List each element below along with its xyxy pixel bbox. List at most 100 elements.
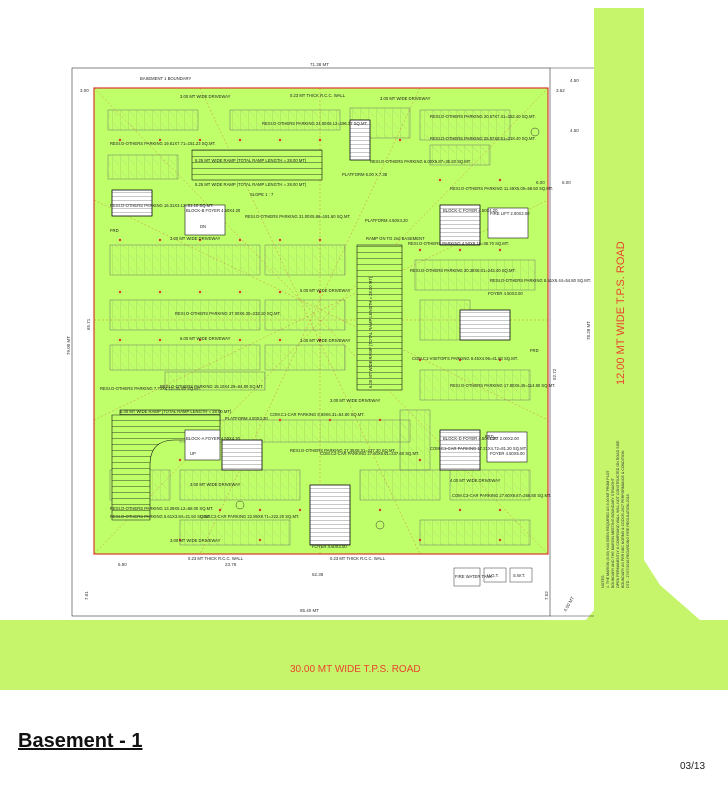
area-label: RESI.O-OTHERS PARKING 5.61X3.84=21.50 SQ… xyxy=(110,514,211,519)
page-number: 03/13 xyxy=(680,761,706,772)
frd-label: FRD xyxy=(110,228,119,233)
wall-top-label: 0.23 MT THICK R.C.C. WALL xyxy=(290,93,346,98)
dim-top-right-2: 6.00 xyxy=(562,180,571,185)
road-bottom xyxy=(0,620,728,690)
driveway-label: 4.00 MT WIDE DRIVEWAY xyxy=(450,478,501,483)
dim-bottom-mid: 23.78 xyxy=(225,562,237,567)
area-label: RESI.O-OTHERS PARKING 25.57X8.51=218.40 … xyxy=(430,136,536,141)
block-label: BLOCK-D FOYER 4.50X4.20 xyxy=(443,436,498,441)
notes: NOTES: 1. THE MARGIN (8.00) HAS BEEN REQ… xyxy=(601,440,630,588)
up-label: UP xyxy=(190,451,196,456)
area-label: COM.C2-CAR PARKING 22.89X9.71=222.20 SQ.… xyxy=(200,514,299,519)
dim-corner: 4.00 MT xyxy=(563,595,576,612)
dim-left-inner: 65.71 xyxy=(86,318,91,330)
area-label: RESI.O-OTHERS PARKING 15.10X4.29=64.80 S… xyxy=(160,384,263,389)
dim-bottom-left: 6.90 xyxy=(118,562,127,567)
ramp-label: 6.00 MT WIDE RAMP (TOTAL RAMP LENGTH = 2… xyxy=(368,276,373,388)
basement-boundary-label: BASEMENT 1 BOUNDARY xyxy=(140,76,191,81)
frd-label: FRD xyxy=(530,348,539,353)
area-label: RESI.O-OTHERS PARKING 6.00X5.87=35.20 SQ… xyxy=(370,159,471,164)
dim-side-2: 6.00 xyxy=(536,180,545,185)
dn-label: DN xyxy=(200,224,206,229)
dim-top-left: 3.00 xyxy=(80,88,89,93)
dim-bottom-inner: 62.38 xyxy=(312,572,324,577)
driveway-label: 3.00 MT WIDE DRIVEWAY xyxy=(300,338,351,343)
driveway-label: 3.00 MT WIDE DRIVEWAY xyxy=(380,96,431,101)
dim-top-right-3: 4.50 xyxy=(570,128,579,133)
road-bottom-label: 30.00 MT WIDE T.P.S. ROAD xyxy=(290,664,421,675)
area-label: COM.C1-CAR PARKING 17.21X4.72=81.20 SQ.M… xyxy=(430,446,527,451)
area-label: COM.C1-CAR PARKING 8.69X6.31=54.80 SQ.MT… xyxy=(270,412,365,417)
foyer-label: FOYER 4.50X3.00 xyxy=(488,291,523,296)
block-label: BLOCK-A FOYER 4.50X4.20 xyxy=(186,436,241,441)
foyer-label: FOYER 4.50X5.00 xyxy=(490,451,525,456)
area-label: RESI.O-OTHERS PARKING 37.00X6.30=233.10 … xyxy=(175,311,281,316)
dim-top: 71.38 MT xyxy=(310,62,329,67)
area-label: COM.C1-VISITOR'S PARKING 8.45X4.95=41.80… xyxy=(412,356,518,361)
svg-text:NOTES:: NOTES: xyxy=(601,575,605,588)
ramp-label: 5.25 MT WIDE RAMP (TOTAL RAMP LENGTH = 2… xyxy=(195,182,307,187)
area-label: RESI.O-OTHERS PARKING 17.80X6.45=114.80 … xyxy=(450,383,555,388)
foyer-label: FOYER 4.50X3.00 xyxy=(312,544,347,549)
sheet-title: Basement - 1 xyxy=(18,730,143,752)
area-label: RESI.O-OTHERS PARKING 30.38X8.01=243.40 … xyxy=(410,268,516,273)
driveway-label: 3.00 MT WIDE DRIVEWAY xyxy=(170,538,221,543)
ramp-to-2nd-label: RAMP ON TO 2nd BASEMENT xyxy=(366,236,425,241)
svg-text:1. THE MARGIN (8.00) HAS BEEN: 1. THE MARGIN (8.00) HAS BEEN REQUIRED A… xyxy=(606,470,610,588)
plot-boundary xyxy=(71,67,594,617)
ramps xyxy=(111,149,403,521)
driveway-label: 3.00 MT WIDE DRIVEWAY xyxy=(330,398,381,403)
ramp-label: 6.25 MT WIDE RAMP (TOTAL RAMP LENGTH = 2… xyxy=(195,158,307,163)
swt-label: S.W.T. xyxy=(513,573,525,578)
fire-lift-label: FIRE LIFT 2.00X2.00 xyxy=(490,211,530,216)
area-label: RESI.O-OTHERS PARKING 31.00X5.86=181.60 … xyxy=(245,214,351,219)
dim-bottom-outer: 85.40 MT xyxy=(300,608,319,613)
dim-left-outer: 79.00 MT xyxy=(66,336,71,355)
ramp-label: 6.40 MT WIDE RAMP (TOTAL RAMP LENGTH = 2… xyxy=(120,409,232,414)
area-label: COM.C2-CAR PARKING 27.60X8.61=237.60 SQ.… xyxy=(320,451,419,456)
platform-label: PLATFORM 6.00 X 7.38 xyxy=(342,172,388,177)
frd-label: FRD xyxy=(485,434,494,439)
dim-lower-right: 7.52 xyxy=(544,591,549,600)
area-label: RESI.O-OTHERS PARKING 20.57X7.41=152.40 … xyxy=(430,114,536,119)
area-label: RESI.O-OTHERS PARKING 11.49X5.09=58.50 S… xyxy=(450,186,553,191)
area-label: RESI.O-OTHERS PARKING 13.28X5.12=68.00 S… xyxy=(110,506,213,511)
area-label: RESI.O-OTHERS PARKING 16.31X3.13=51.10 S… xyxy=(110,203,213,208)
svg-text:DTD : 27/07/2018 REGARDING FIR: DTD : 27/07/2018 REGARDING FIRE REGULATI… xyxy=(626,494,630,588)
accessibility-icon xyxy=(235,127,540,530)
wall-bottom-label-1: 0.23 MT THICK R.C.C. WALL xyxy=(188,556,244,561)
platform-label: PLATFORM 4.50X3.20 xyxy=(225,416,268,421)
dim-right-inner: 52.72 xyxy=(552,368,557,380)
dim-lower-left: 7.01 xyxy=(84,591,89,600)
driveway-label: 3.00 MT WIDE DRIVEWAY xyxy=(190,482,241,487)
area-label: RESI.O-OTHERS PARKING 19.61X7.71=151.23 … xyxy=(110,141,216,146)
road-right xyxy=(570,8,728,690)
utility-boxes xyxy=(453,567,533,587)
lift-label: LIFT 2.00X2.00 xyxy=(490,436,519,441)
driveway-label: 3.00 MT WIDE DRIVEWAY xyxy=(180,94,231,99)
driveway-label: 6.00 MT WIDE DRIVEWAY xyxy=(180,336,231,341)
wall-bottom-label-2: 0.23 MT THICK R.C.C. WALL xyxy=(330,556,386,561)
area-label: COM.C3-CAR PARKING 27.60X9.67=266.80 SQ.… xyxy=(452,493,551,498)
area-label: RESI.O-OTHERS PARKING 24.00X8.12=196.37 … xyxy=(262,121,368,126)
area-label: RESI.O-OTHERS PARKING 8.51X6.44=54.80 SQ… xyxy=(490,278,591,283)
ugt-label: U.G.T. xyxy=(487,573,499,578)
block-label: BLOCK-B FOYER 4.50X4.20 xyxy=(186,208,241,213)
platform-label: PLATFORM 4.50X4.20 xyxy=(365,218,408,223)
driveway-label: 3.00 MT WIDE DRIVEWAY xyxy=(170,236,221,241)
svg-text:BOUNDARY AS PER NBC NORMS & CG: BOUNDARY AS PER NBC NORMS & CGDCR-2017 P… xyxy=(621,450,625,588)
dim-right-outer: 78.28 MT xyxy=(586,321,591,340)
svg-text:OPEN PERMANENTLY & COMPOUND WA: OPEN PERMANENTLY & COMPOUND WALL WILL NO… xyxy=(616,440,620,588)
area-label: RESI.O-OTHERS PARKING 27.35X8.31=227.30 … xyxy=(290,448,396,453)
road-right-label: 12.00 MT WIDE T.P.S. ROAD xyxy=(615,241,627,385)
cores xyxy=(111,119,529,546)
svg-text:BOUNDARY AND THE MARGIN MEETIN: BOUNDARY AND THE MARGIN MEETING BOUNDARY… xyxy=(611,477,615,588)
driveway-label: 5.00 MT WIDE DRIVEWAY xyxy=(300,288,351,293)
columns xyxy=(118,138,502,542)
dim-side-1: 3.62 xyxy=(556,88,565,93)
area-label: RESI.O-OTHERS PARKING 7.73X4.12=31.80 SQ… xyxy=(100,386,201,391)
area-label: RESI.O-OTHERS PARKING 4.50X8.16=36.70 SQ… xyxy=(408,241,509,246)
slope-label: SLOPE 1 : 7 xyxy=(250,192,274,197)
dim-top-right-1: 4.50 xyxy=(570,78,579,83)
